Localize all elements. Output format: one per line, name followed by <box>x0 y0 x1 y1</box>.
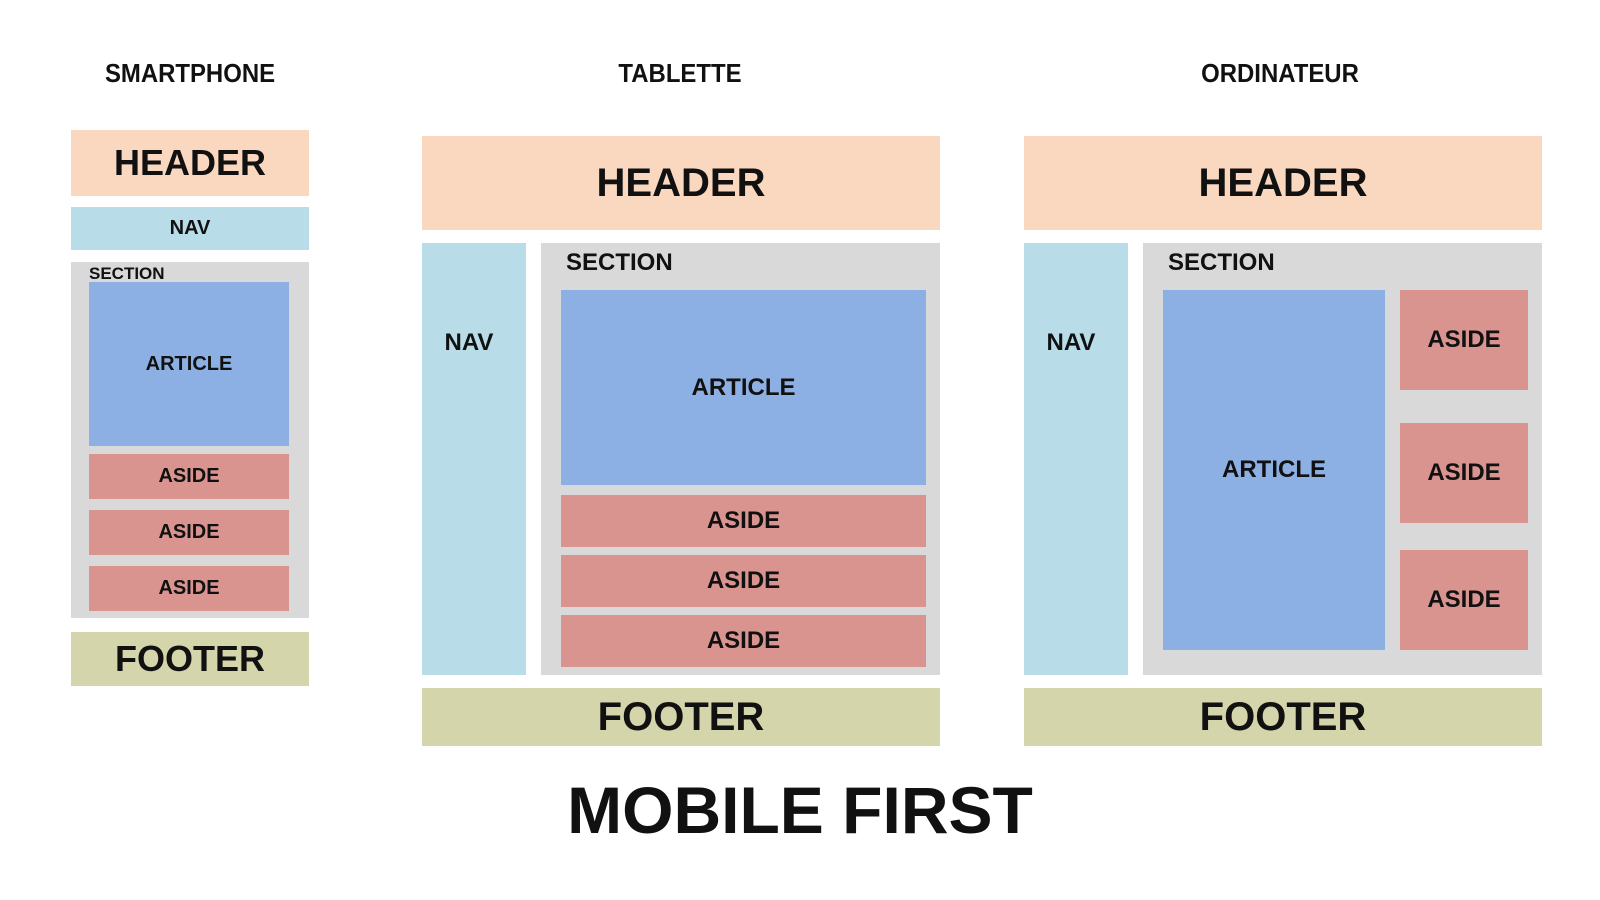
smartphone-footer: FOOTER <box>71 632 309 686</box>
tablette-aside-1: ASIDE <box>561 495 926 547</box>
tablette-aside-3: ASIDE <box>561 615 926 667</box>
smartphone-article: ARTICLE <box>89 282 289 446</box>
smartphone-nav: NAV <box>71 207 309 250</box>
mobile-first-caption: MOBILE FIRST <box>567 773 1033 847</box>
ordinateur-aside-1: ASIDE <box>1400 290 1528 390</box>
smartphone-section-label: SECTION <box>89 264 165 283</box>
smartphone-header: HEADER <box>71 130 309 196</box>
tablette-aside-2: ASIDE <box>561 555 926 607</box>
ordinateur-section: SECTION ARTICLE ASIDE ASIDE ASIDE <box>1143 243 1542 675</box>
ordinateur-footer: FOOTER <box>1024 688 1542 746</box>
smartphone-aside-3: ASIDE <box>89 566 289 611</box>
ordinateur-article: ARTICLE <box>1163 290 1385 650</box>
ordinateur-aside-2: ASIDE <box>1400 423 1528 523</box>
tablette-section: SECTION ARTICLE ASIDE ASIDE ASIDE <box>541 243 940 675</box>
ordinateur-title: ORDINATEUR <box>1201 58 1359 88</box>
tablette-nav-label: NAV <box>444 329 494 356</box>
tablette-nav: NAV <box>422 243 526 675</box>
tablette-title: TABLETTE <box>618 58 742 88</box>
tablette-section-label: SECTION <box>566 249 673 276</box>
ordinateur-header: HEADER <box>1024 136 1542 230</box>
smartphone-title: SMARTPHONE <box>104 58 276 88</box>
smartphone-aside-2: ASIDE <box>89 510 289 555</box>
smartphone-aside-1: ASIDE <box>89 454 289 499</box>
tablette-header: HEADER <box>422 136 940 230</box>
ordinateur-nav: NAV <box>1024 243 1128 675</box>
smartphone-section: SECTION ARTICLE ASIDE ASIDE ASIDE <box>71 262 309 618</box>
ordinateur-aside-3: ASIDE <box>1400 550 1528 650</box>
ordinateur-section-label: SECTION <box>1168 249 1275 276</box>
tablette-footer: FOOTER <box>422 688 940 746</box>
ordinateur-nav-label: NAV <box>1046 329 1096 356</box>
tablette-article: ARTICLE <box>561 290 926 485</box>
